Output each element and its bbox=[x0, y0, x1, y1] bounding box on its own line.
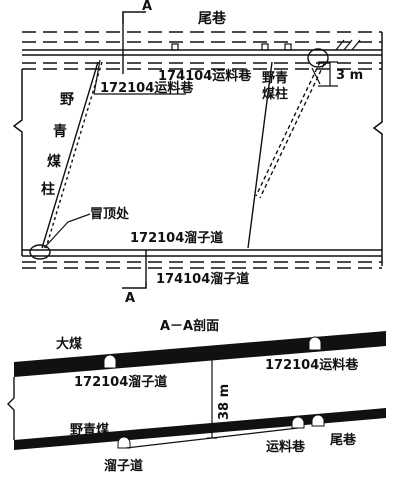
pillar-right-line-b bbox=[255, 61, 321, 197]
haulage-172104-label: 172104运料巷 bbox=[100, 80, 194, 96]
main-seam-label: 大煤 bbox=[56, 336, 82, 352]
section-line-top bbox=[122, 11, 146, 24]
pillar-right-line2: 煤柱 bbox=[262, 86, 288, 102]
section-haulage-172104: 172104运料巷 bbox=[265, 357, 359, 373]
pillar-right-line-c bbox=[259, 63, 325, 199]
haulage-notches bbox=[171, 39, 361, 51]
pillar-right-line-a bbox=[247, 61, 273, 249]
main-seam-opening-left bbox=[103, 354, 117, 369]
chute-174104-label: 174104溜子道 bbox=[156, 271, 249, 287]
haulage-174104-label: 174104运料巷 bbox=[158, 68, 252, 84]
roof-fall-label: 冒顶处 bbox=[90, 206, 130, 222]
section-distance: 38 m bbox=[217, 384, 232, 420]
tail-roadway-label: 尾巷 bbox=[198, 10, 227, 27]
pillar-left-char-3: 煤 bbox=[47, 153, 62, 170]
plan-left-border bbox=[12, 69, 23, 256]
section-chute: 溜子道 bbox=[104, 458, 143, 474]
plan-view: A 尾巷 174104运料巷 172104运料巷 bbox=[12, 0, 383, 306]
plan-right-border bbox=[372, 32, 383, 266]
section-view: A－A剖面 大煤 172104运料巷 172104溜子道 38 m 野青煤 溜子… bbox=[7, 318, 386, 474]
roof-fall-leader bbox=[43, 213, 91, 249]
wild-seam-band bbox=[14, 408, 386, 450]
dimension-3m: 3 m bbox=[336, 68, 363, 83]
section-chute-172104: 172104溜子道 bbox=[74, 374, 167, 390]
section-left-border bbox=[7, 377, 15, 440]
pillar-left-line-a bbox=[41, 61, 99, 249]
section-haulage: 运料巷 bbox=[266, 439, 306, 455]
wild-seam-label: 野青煤 bbox=[70, 422, 109, 438]
pillar-left-line-b bbox=[45, 61, 103, 249]
wild-seam-opening-chute bbox=[117, 436, 131, 449]
pillar-left-char-1: 野 bbox=[60, 92, 74, 108]
chute-172104-label: 172104溜子道 bbox=[130, 230, 223, 246]
detail-circle bbox=[307, 48, 329, 68]
section-marker-top: A bbox=[142, 0, 152, 14]
main-seam-opening-right bbox=[308, 336, 322, 351]
section-tail: 尾巷 bbox=[330, 432, 357, 448]
roof-fall-marker bbox=[29, 244, 51, 260]
pillar-right-line1: 野青 bbox=[262, 70, 288, 86]
pillar-left-char-4: 柱 bbox=[41, 181, 55, 198]
section-title: A－A剖面 bbox=[160, 318, 219, 334]
haulage-172104-leader bbox=[93, 59, 101, 95]
section-marker-bottom: A bbox=[125, 291, 135, 306]
wild-seam-opening-tail bbox=[311, 414, 325, 427]
section-line-bottom bbox=[122, 282, 147, 289]
wild-seam-opening-haulage bbox=[291, 416, 305, 429]
detail-leader bbox=[311, 67, 321, 85]
pillar-left-char-2: 青 bbox=[53, 123, 67, 140]
inclined-connection bbox=[125, 427, 299, 449]
